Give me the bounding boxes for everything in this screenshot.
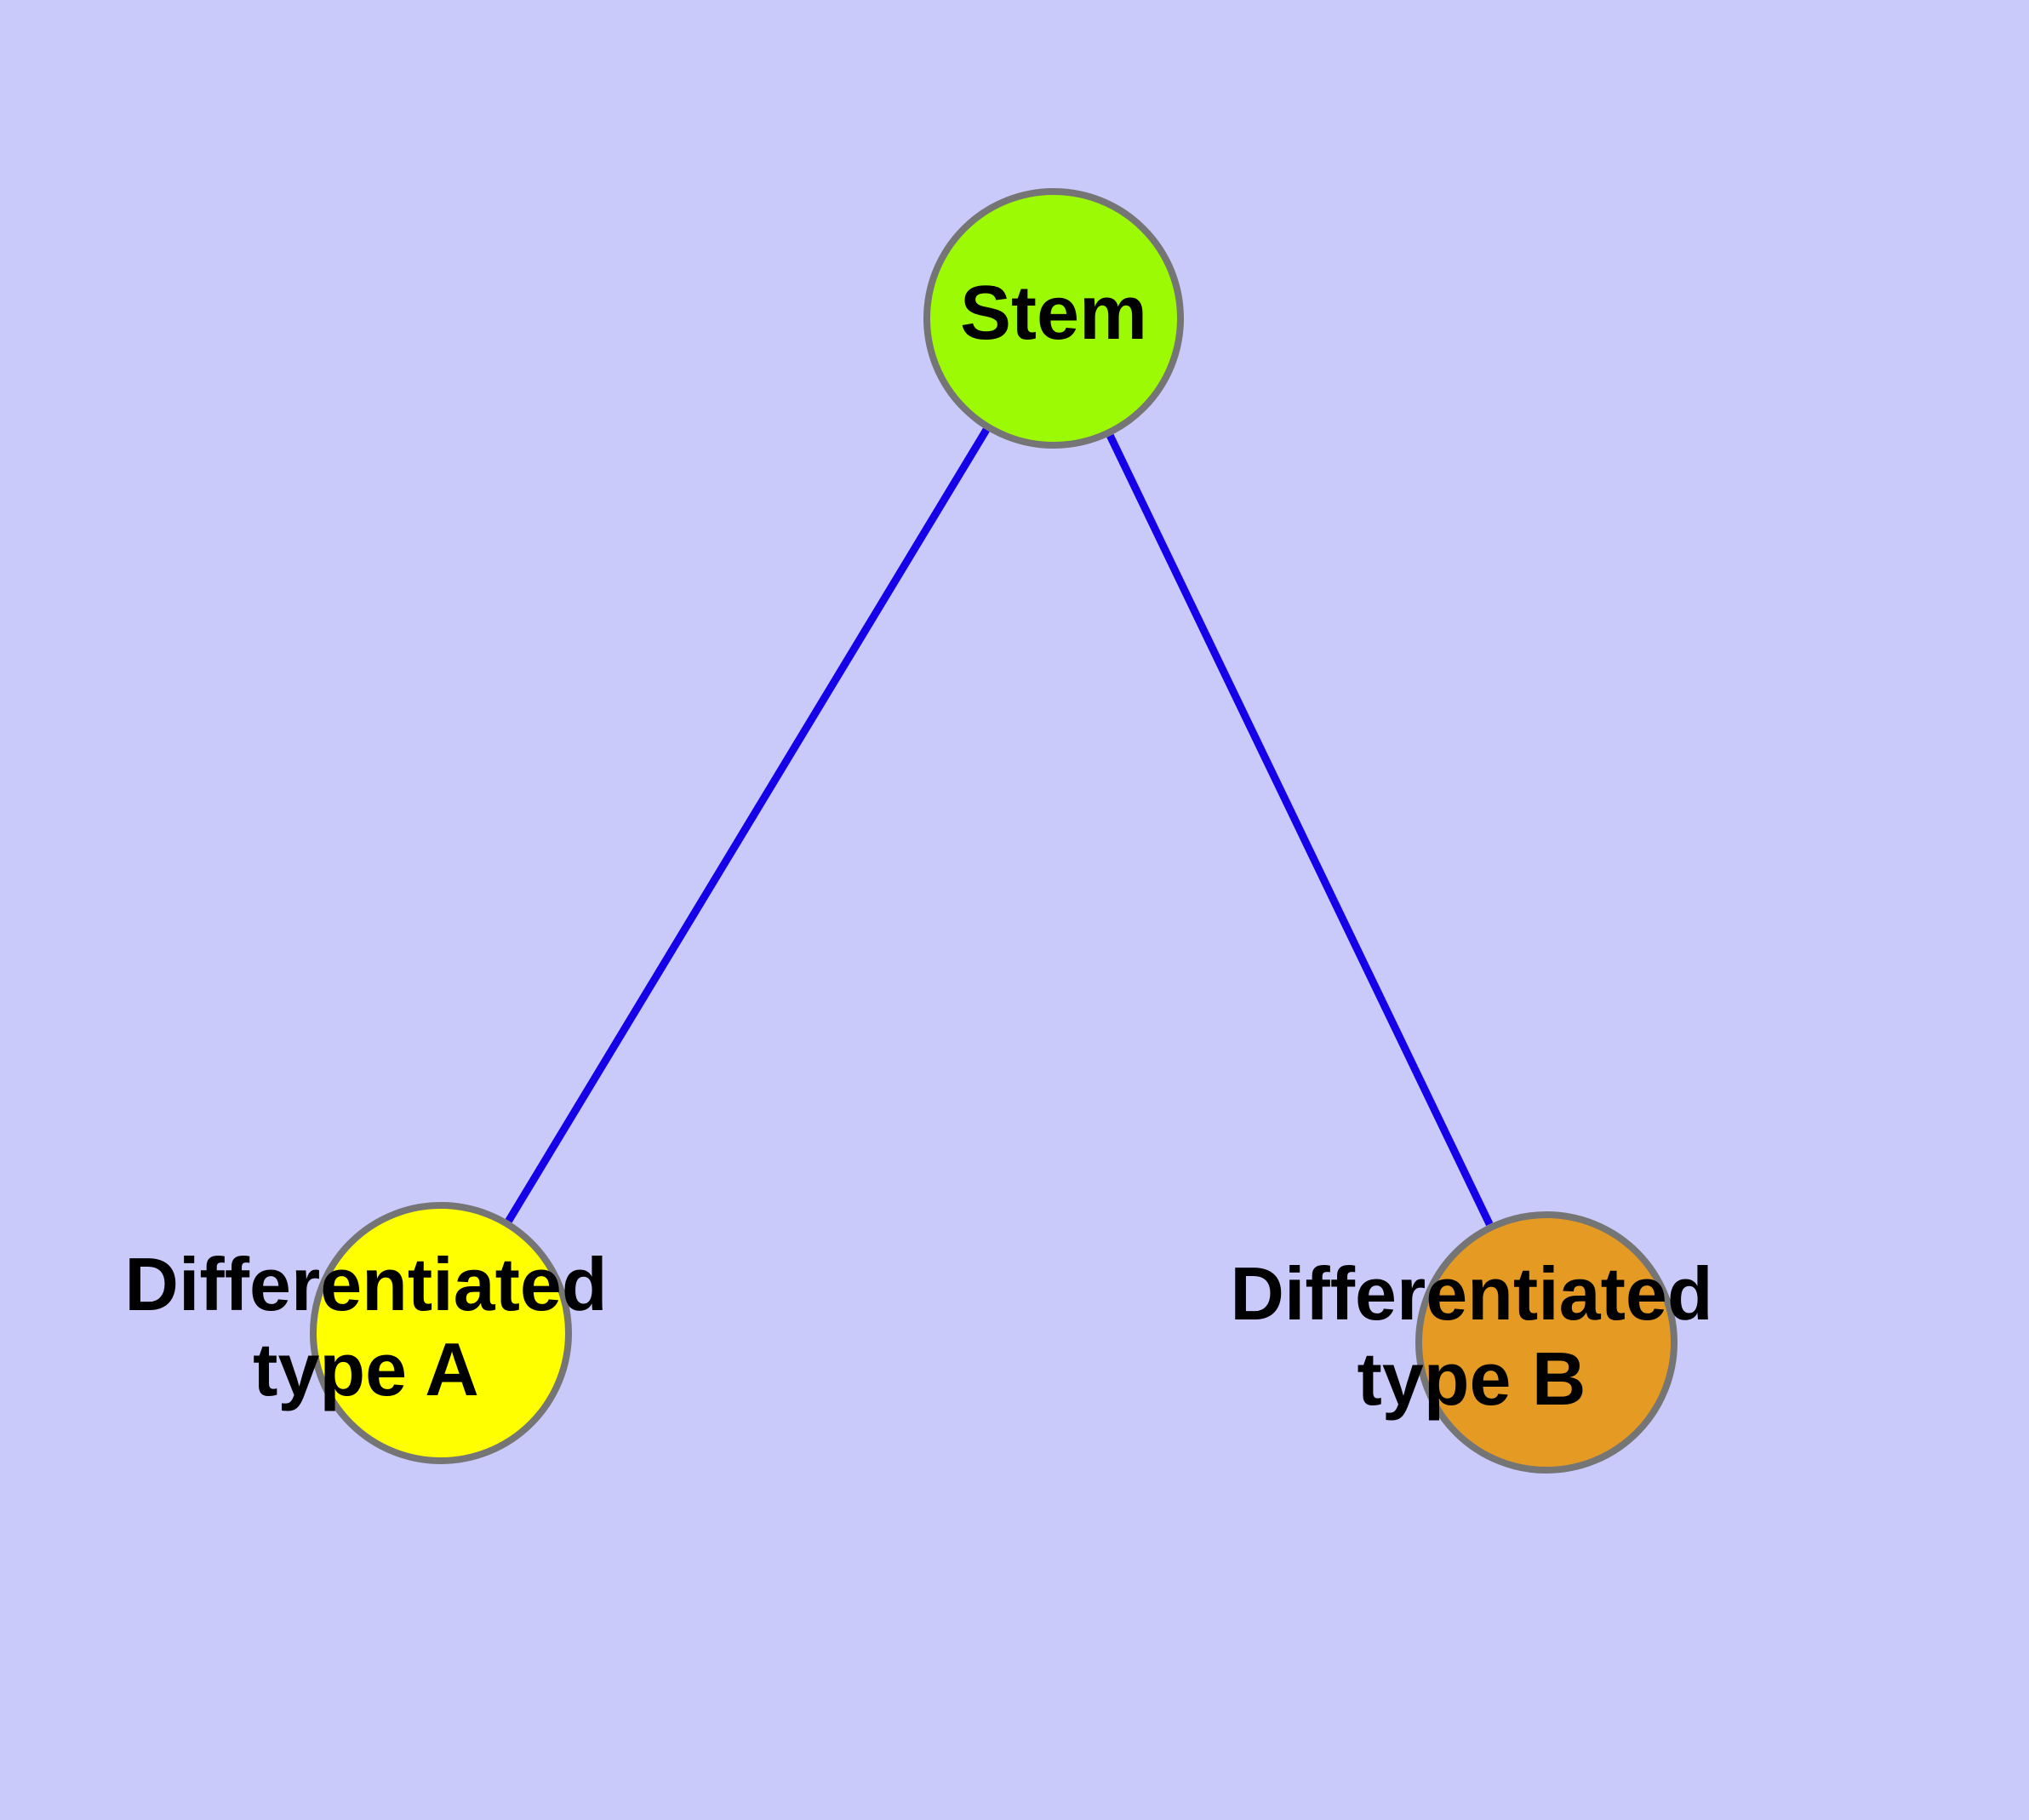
node-circle-diff-b[interactable] bbox=[1415, 1211, 1677, 1474]
edge-stem-to-diff-a bbox=[505, 427, 990, 1223]
node-label-line: Stem bbox=[960, 271, 1147, 356]
node-label-line: type A bbox=[253, 1327, 479, 1411]
node-stem[interactable]: Stem bbox=[923, 188, 1184, 449]
node-label-line: type B bbox=[1357, 1336, 1586, 1421]
node-label-line: Differentiated bbox=[1230, 1251, 1712, 1336]
edge-stem-to-diff-b bbox=[1106, 433, 1494, 1227]
node-circle-diff-a[interactable] bbox=[310, 1202, 572, 1464]
node-label-line: Differentiated bbox=[124, 1242, 607, 1326]
node-label-stem: Stem bbox=[960, 271, 1147, 356]
edges-layer bbox=[505, 427, 1494, 1227]
node-circle-stem[interactable] bbox=[923, 188, 1184, 449]
